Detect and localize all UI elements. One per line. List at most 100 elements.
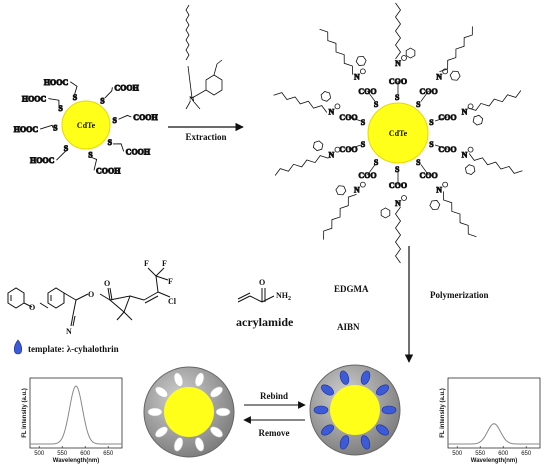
fluorine-1: F xyxy=(144,259,149,268)
filled-cavities xyxy=(313,370,397,450)
y-axis-label: FL intensity (a.u.) xyxy=(440,388,446,438)
carboxylate-group: COO xyxy=(358,171,376,180)
ligand-chain xyxy=(367,90,376,102)
benzyl-ring xyxy=(472,114,484,126)
filled-cavity xyxy=(360,370,371,385)
mip-empty xyxy=(143,366,235,458)
benzyl-ring xyxy=(405,47,416,59)
ammonium-nitrogen: N xyxy=(354,72,360,81)
carboxylate-group: COO xyxy=(419,171,437,180)
ligand-chain xyxy=(434,116,448,122)
acrylamide-structure xyxy=(237,288,275,303)
rebind-remove-arrows: Rebind Remove xyxy=(243,391,306,438)
emission-curve xyxy=(30,385,122,445)
template-legend: template: λ-cyhalothrin xyxy=(13,339,119,355)
filled-cavity xyxy=(376,384,389,396)
filled-cavity xyxy=(339,435,350,450)
ligand-chain xyxy=(113,143,125,152)
ammonium-nitrogen: N xyxy=(329,151,335,160)
carbonyl-oxygen: O xyxy=(104,279,110,288)
carboxylate-group: COO xyxy=(389,181,407,190)
empty-cavity xyxy=(173,372,184,387)
positive-charge xyxy=(401,55,407,61)
empty-cavity xyxy=(210,386,223,398)
ammonium-nitrogen: N xyxy=(462,107,468,116)
chlorine: Cl xyxy=(168,297,177,306)
filled-cavity xyxy=(339,370,350,385)
ammonium-nitrogen: N xyxy=(395,59,401,68)
carboxyl-group: HOOC xyxy=(22,95,47,104)
alkyl-tail xyxy=(395,206,401,264)
benzyl-ring xyxy=(380,207,391,219)
x-axis-label: Wavelength(nm) xyxy=(471,458,517,464)
sulfur-atom: S xyxy=(108,138,113,147)
ion-pair-ligands: SCOONSCOONSCOONSCOONSCOONSCOONSCOONSCOON… xyxy=(273,2,523,264)
x-tick-label: 650 xyxy=(521,451,532,457)
sulfur-atom: S xyxy=(100,96,105,105)
template-label: template: λ-cyhalothrin xyxy=(28,344,119,354)
sulfur-atom: S xyxy=(53,124,58,133)
carboxylate-group: COO xyxy=(358,87,376,96)
alkyl-tail xyxy=(439,26,473,73)
filled-cavity xyxy=(321,384,334,396)
sulfur-atom: S xyxy=(58,104,63,113)
extraction-step: Extraction N xyxy=(168,4,244,142)
ammonium-nitrogen: N xyxy=(329,107,335,116)
sulfur-atom: S xyxy=(113,116,118,125)
positive-charge xyxy=(334,103,341,110)
ligand-chain xyxy=(420,90,429,102)
rebind-label: Rebind xyxy=(260,391,288,401)
sulfur-atom: S xyxy=(88,151,93,160)
extraction-label: Extraction xyxy=(186,132,227,142)
n-atom-reagent: N xyxy=(189,95,195,104)
empty-cavities xyxy=(147,372,231,452)
amide-group: NH2 xyxy=(276,291,291,302)
polymerization-step: Polymerization xyxy=(404,246,488,363)
positive-charge xyxy=(442,68,449,75)
ester-oxygen: O xyxy=(88,290,94,299)
positive-charge xyxy=(334,146,341,153)
carboxyl-group: COOH xyxy=(126,147,151,156)
y-axis-label: FL intensity (a.u.) xyxy=(22,388,28,438)
cdte-core-left xyxy=(61,100,111,150)
alkyl-tail xyxy=(274,155,329,176)
alkyl-tail xyxy=(323,193,357,240)
carboxylate-group: COO xyxy=(419,87,437,96)
benzyl-ring xyxy=(312,140,324,152)
empty-cavity xyxy=(173,437,184,452)
positive-charge xyxy=(359,68,366,75)
polymerization-label: Polymerization xyxy=(430,290,488,300)
ligand-chain xyxy=(104,87,113,99)
sulfur-atom: S xyxy=(416,158,421,167)
cdte-core-right xyxy=(367,102,429,164)
ligand-chain xyxy=(434,144,448,150)
sulfur-atom: S xyxy=(361,118,366,127)
mip-core-filled xyxy=(330,385,380,435)
alkyl-tail xyxy=(273,92,328,113)
ligand-chain xyxy=(70,81,78,95)
ligand-chain xyxy=(348,144,362,150)
carboxylate-group: COO xyxy=(438,145,456,154)
sulfur-atom: S xyxy=(361,140,366,149)
benzyl-ring xyxy=(464,164,476,175)
benzyl-ring xyxy=(449,70,461,81)
filled-cavity xyxy=(360,435,371,450)
ligand-chain xyxy=(48,98,60,107)
ligand-chain xyxy=(118,114,132,120)
alkyl-tail xyxy=(395,2,401,60)
nitrile-nitrogen: N xyxy=(66,327,72,336)
ammonium-nitrogen: N xyxy=(395,199,401,208)
ammonium-nitrogen: N xyxy=(436,186,442,195)
initiator-label: AIBN xyxy=(337,322,360,332)
benzyl-ring xyxy=(355,55,367,66)
ammonium-nitrogen: N xyxy=(436,72,442,81)
ligand-chain xyxy=(420,164,429,176)
ligand-chain xyxy=(91,157,98,171)
benzyl-ring xyxy=(320,91,332,102)
sulfur-atom: S xyxy=(395,93,400,102)
alkyl-tail xyxy=(319,28,353,75)
